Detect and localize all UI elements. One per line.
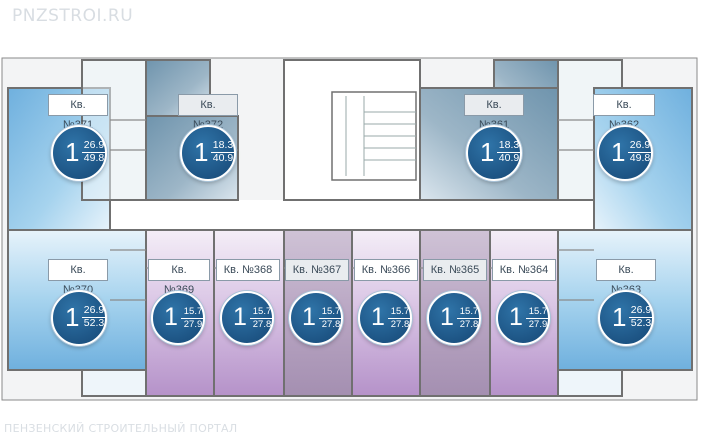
living-area: 15.7 (388, 306, 412, 319)
living-area: 18.3 (497, 139, 521, 153)
room-count: 1 (509, 302, 523, 331)
total-area: 52.3 (630, 317, 652, 329)
total-area: 27.9 (183, 319, 203, 330)
living-area: 26.9 (629, 304, 653, 318)
area-badge-368[interactable]: 1 15.7 27.8 (220, 291, 274, 345)
total-area: 27.9 (528, 319, 548, 330)
room-count: 1 (611, 136, 626, 167)
apartment-label-368[interactable]: Кв. №368 (216, 259, 280, 281)
apartment-label-370[interactable]: Кв. №370 (48, 259, 108, 296)
apartment-label-363[interactable]: Кв. №363 (596, 259, 656, 296)
area-badge-365[interactable]: 1 15.7 27.8 (427, 291, 481, 345)
apartment-label-364[interactable]: Кв. №364 (492, 259, 556, 281)
area-badge-361[interactable]: 1 18.3 40.9 (466, 125, 522, 181)
total-area: 49.8 (83, 152, 105, 164)
area-badge-363[interactable]: 1 26.9 52.3 (598, 290, 654, 346)
balcony-370 (81, 369, 147, 397)
apartment-label-361[interactable]: Кв. №361 (464, 94, 524, 131)
total-area: 49.8 (629, 152, 651, 164)
room-count: 1 (164, 302, 178, 331)
total-area: 40.9 (498, 152, 520, 164)
room-count: 1 (194, 136, 209, 167)
room-count: 1 (480, 136, 495, 167)
total-area: 40.9 (212, 152, 234, 164)
area-badge-366[interactable]: 1 15.7 27.8 (358, 291, 412, 345)
area-badge-370[interactable]: 1 26.9 52.3 (51, 290, 107, 346)
apartment-label-365[interactable]: Кв. №365 (423, 259, 487, 281)
area-badge-369[interactable]: 1 15.7 27.9 (151, 291, 205, 345)
total-area: 27.8 (321, 319, 341, 330)
total-area: 27.8 (390, 319, 410, 330)
total-area: 27.8 (459, 319, 479, 330)
area-badge-371[interactable]: 1 26.9 49.8 (51, 125, 107, 181)
total-area: 27.8 (252, 319, 272, 330)
watermark-caption: ПЕНЗЕНСКИЙ СТРОИТЕЛЬНЫЙ ПОРТАЛ (4, 422, 238, 435)
living-area: 15.7 (250, 306, 274, 319)
living-area: 15.7 (526, 306, 550, 319)
apartment-label-362[interactable]: Кв. №362 (593, 94, 655, 131)
apartment-label-367[interactable]: Кв. №367 (285, 259, 349, 281)
area-badge-364[interactable]: 1 15.7 27.9 (496, 291, 550, 345)
room-count: 1 (371, 302, 385, 331)
room-count: 1 (233, 302, 247, 331)
living-area: 18.3 (211, 139, 235, 153)
apartment-label-371[interactable]: Кв. №371 (48, 94, 108, 131)
watermark-logo: PNZSTROI.RU (12, 6, 134, 26)
corridor (110, 200, 595, 230)
living-area: 15.7 (181, 306, 205, 319)
apartment-label-369[interactable]: Кв. №369 (148, 259, 210, 296)
balcony-363 (557, 369, 623, 397)
living-area: 15.7 (319, 306, 343, 319)
living-area: 26.9 (82, 139, 106, 153)
apartment-label-366[interactable]: Кв. №366 (354, 259, 418, 281)
living-area: 15.7 (457, 306, 481, 319)
room-count: 1 (65, 301, 80, 332)
room-count: 1 (302, 302, 316, 331)
living-area: 26.9 (628, 139, 652, 153)
room-count: 1 (440, 302, 454, 331)
living-area: 26.9 (82, 304, 106, 318)
total-area: 52.3 (83, 317, 105, 329)
area-badge-362[interactable]: 1 26.9 49.8 (597, 125, 653, 181)
area-badge-372[interactable]: 1 18.3 40.9 (180, 125, 236, 181)
room-count: 1 (612, 301, 627, 332)
area-badge-367[interactable]: 1 15.7 27.8 (289, 291, 343, 345)
stair-core (283, 59, 421, 201)
room-count: 1 (65, 136, 80, 167)
apartment-label-372[interactable]: Кв. №372 (178, 94, 238, 131)
